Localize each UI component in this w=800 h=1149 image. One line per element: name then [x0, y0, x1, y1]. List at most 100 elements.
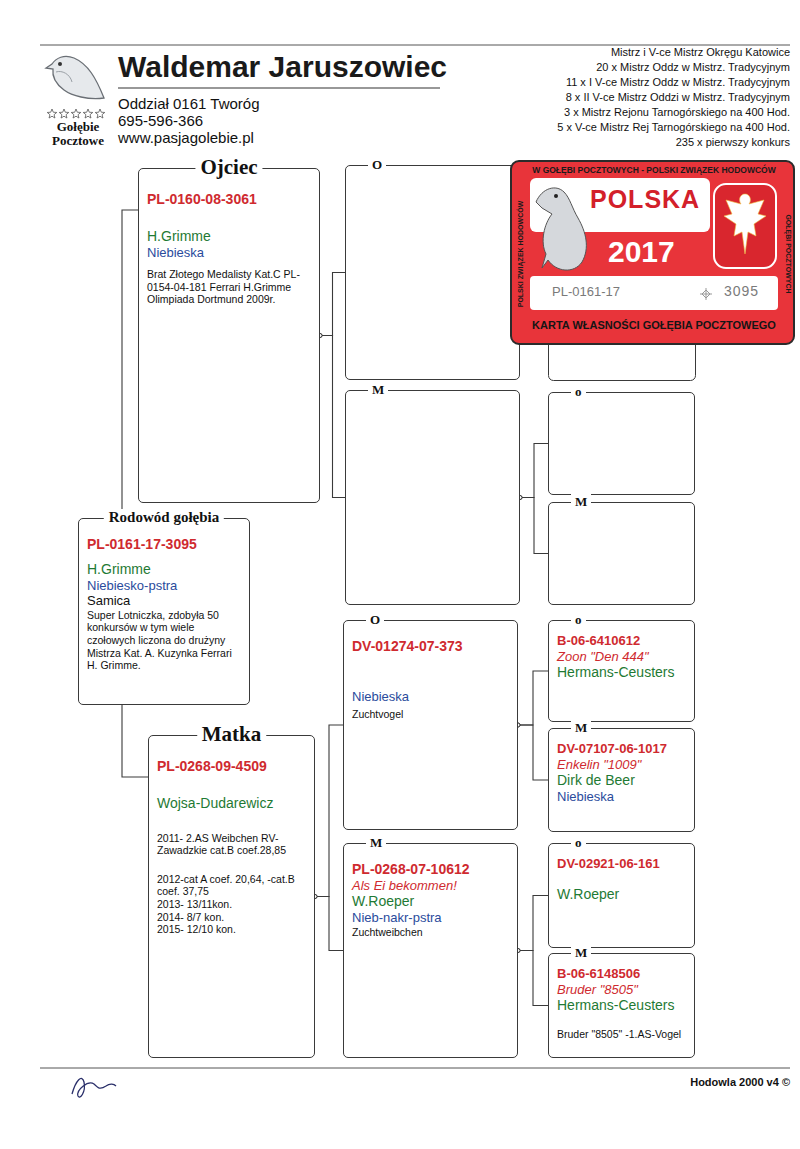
father-box: OjciecPL-0160-08-3061H.GrimmeNiebieskaBr… [138, 168, 320, 503]
note-text: Super Lotniczka, zdobyła 50 konkursów w … [87, 609, 243, 672]
title-rule [118, 87, 440, 88]
ring-number: PL-0160-08-3061 [147, 191, 313, 208]
color-line: Niebiesko-pstra [87, 578, 243, 594]
color-line: Niebieska [352, 689, 511, 705]
color-line: Niebieska [557, 789, 688, 805]
note-text: 2011- 2.AS Weibchen RV-Zawadzkie cat.B c… [157, 832, 308, 857]
ring-number: B-06-6148506 [557, 966, 688, 982]
box-heading: O [368, 157, 386, 173]
software-credit: Hodowla 2000 v4 © [560, 1076, 790, 1089]
achievement-line: 235 x pierwszy konkurs [430, 136, 790, 149]
ring-number: PL-0268-09-4509 [157, 758, 308, 775]
pigeon-name: Enkelin "1009" [557, 757, 688, 773]
pedigree-connector [518, 951, 548, 1006]
pedigree-connector [122, 705, 148, 777]
ancestor-box: oB-06-6410612Zoon "Den 444"Hermans-Ceust… [548, 620, 695, 722]
ring-number: DV-02921-06-161 [557, 856, 688, 872]
breeder-name: Waldemar Jaruszowiec [118, 50, 447, 84]
ancestor-box: MDV-07107-06-1017Enkelin "1009"Dirk de B… [548, 728, 695, 832]
note-text: Bruder "8505" -1.AS-Vogel [557, 1028, 688, 1041]
breeder-line: Hermans-Ceusters [557, 664, 688, 681]
pedigree-connector [520, 498, 548, 554]
branch-name: Oddział 0161 Tworóg [118, 95, 378, 113]
box-heading: M [571, 945, 591, 961]
note-text: 2014- 8/7 kon. [157, 911, 308, 924]
pedigree-connector [520, 444, 548, 498]
card-ring-number: 3095 [724, 283, 759, 300]
box-heading: M [571, 720, 591, 736]
signature [72, 1078, 116, 1097]
achievement-line: 8 x II V-ce Mistrz Oddzi w Mistrz. Trady… [430, 91, 790, 104]
ancestor-box: ODV-01274-07-373NiebieskaZuchtvogel [343, 620, 518, 830]
pedigree-connector [315, 725, 343, 897]
ancestor-box: MB-06-6148506Bruder "8505"Hermans-Ceuste… [548, 953, 695, 1058]
card-border-text: POLSKI ZWIĄZEK HODOWCÓW [517, 201, 525, 308]
ring-number: PL-0161-17-3095 [87, 536, 243, 553]
box-heading: O [366, 612, 384, 628]
box-heading: M [368, 382, 388, 398]
mother-box: MatkaPL-0268-09-4509Wojsa-Dudarewicz2011… [148, 735, 315, 1058]
note-text: Samica [87, 593, 243, 609]
breeder-line: W.Roeper [352, 893, 511, 910]
pedigree-connector [320, 273, 345, 336]
note-text: 2015- 12/10 kon. [157, 923, 308, 936]
achievement-line: Mistrz i V-ce Mistrz Okręgu Katowice [430, 46, 790, 59]
breeder-line: H.Grimme [147, 228, 313, 245]
ancestor-box: M [548, 502, 695, 605]
box-heading: o [571, 612, 586, 628]
phone-number: 695-596-366 [118, 112, 378, 130]
logo-stars [47, 109, 105, 118]
box-heading: o [571, 384, 586, 400]
card-caption: KARTA WŁASNOŚCI GOŁĘBIA POCZTOWEGO [532, 319, 776, 332]
ancestor-box: O [345, 165, 520, 380]
color-line: Nieb-nakr-pstra [352, 910, 511, 926]
box-heading: o [571, 835, 586, 851]
pigeon-box: Rodowód gołębiaPL-0161-17-3095H.GrimmeNi… [78, 518, 250, 705]
pigeon-name: Als Ei bekommen! [352, 878, 511, 894]
box-heading: M [571, 494, 591, 510]
pedigree-connector [122, 210, 138, 518]
pedigree-connector [315, 897, 343, 951]
logo-text: Gołębie Pocztowe [38, 120, 118, 147]
ownership-card: W GOŁĘBI POCZTOWYCH - POLSKI ZWIĄZEK HOD… [510, 160, 795, 345]
ancestor-box: oDV-02921-06-161W.Roeper [548, 843, 695, 948]
box-heading: M [366, 835, 386, 851]
achievement-line: 11 x I V-ce Mistrz Oddz w Mistrz. Tradyc… [430, 76, 790, 89]
website: www.pasjagolebie.pl [118, 129, 378, 147]
box-heading: Ojciec [195, 155, 262, 180]
note-text: Zuchtweibchen [352, 926, 511, 939]
note-text: Zuchtvogel [352, 708, 511, 721]
pedigree-connector [518, 725, 548, 780]
card-country: POLSKA [590, 184, 700, 214]
ring-number: B-06-6410612 [557, 633, 688, 649]
achievement-line: 3 x Mistrz Rejonu Tarnogórskiego na 400 … [430, 106, 790, 119]
breeder-line: Wojsa-Dudarewicz [157, 795, 308, 812]
pigeon-name: Zoon "Den 444" [557, 649, 688, 665]
note-text: Brat Złotego Medalisty Kat.C PL-0154-04-… [147, 268, 313, 306]
pedigree-connector [518, 671, 548, 725]
pedigree-connector [518, 896, 548, 951]
breeder-line: Hermans-Ceusters [557, 997, 688, 1014]
ancestor-box: o [548, 392, 695, 495]
footer-rule [40, 1068, 790, 1069]
pedigree-connector [320, 336, 345, 498]
ring-number: DV-01274-07-373 [352, 638, 511, 655]
card-border-text: GOŁĘBI POCZTOWYCH [784, 214, 792, 293]
achievement-line: 5 x V-ce Mistrz Rej Tarnogórskiego na 40… [430, 121, 790, 134]
header-rule [40, 45, 790, 46]
pigeon-name: Bruder "8505" [557, 982, 688, 998]
note-text: 2012-cat A coef. 20,64, -cat.B coef. 37,… [157, 873, 308, 898]
ancestor-box: MPL-0268-07-10612Als Ei bekommen!W.Roepe… [343, 843, 518, 1058]
card-year: 2017 [608, 234, 675, 270]
logo-pigeon [46, 56, 104, 98]
box-heading: Rodowód gołębia [104, 509, 224, 526]
breeder-line: H.Grimme [87, 561, 243, 578]
color-line: Niebieska [147, 245, 313, 261]
ring-number: PL-0268-07-10612 [352, 861, 511, 878]
box-heading: Matka [197, 722, 267, 747]
ancestor-box: M [345, 390, 520, 605]
breeder-line: W.Roeper [557, 886, 688, 903]
breeder-line: Dirk de Beer [557, 772, 688, 789]
card-ring-prefix: PL-0161-17 [552, 284, 620, 300]
achievement-line: 20 x Mistrz Oddz w Mistrz. Tradycyjnym [430, 61, 790, 74]
